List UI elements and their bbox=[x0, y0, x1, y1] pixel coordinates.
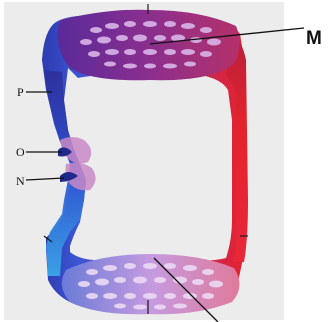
label-m: M bbox=[306, 29, 322, 48]
label-n: N bbox=[16, 175, 25, 187]
label-o: O bbox=[16, 146, 25, 158]
label-p: P bbox=[17, 86, 24, 98]
